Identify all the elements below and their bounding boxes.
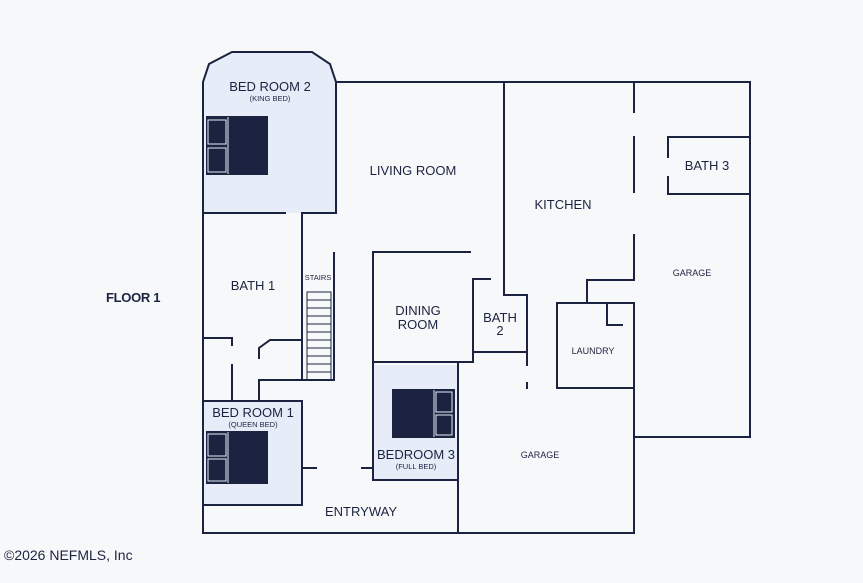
bath-2-label-line-2: 2 xyxy=(496,323,503,338)
bedroom-1-label: BED ROOM 1 xyxy=(212,405,294,420)
bath-1-label: BATH 1 xyxy=(231,278,276,293)
copyright-watermark: ©2026 NEFMLS, Inc xyxy=(4,547,133,563)
bath-3-label: BATH 3 xyxy=(685,158,730,173)
bedroom-1-bed-label: (QUEEN BED) xyxy=(228,420,278,429)
dining-room-label-line-2: ROOM xyxy=(398,317,438,332)
dining-room-label-line-1: DINING xyxy=(395,303,441,318)
full-bed-icon xyxy=(392,389,455,438)
bath-2-label-line-1: BATH xyxy=(483,310,517,325)
garage-main-label: GARAGE xyxy=(521,450,560,460)
walls xyxy=(202,51,751,534)
queen-bed-icon xyxy=(206,431,268,484)
bedroom-2-bed-label: (KING BED) xyxy=(250,94,291,103)
stairs-treads xyxy=(306,291,332,381)
bedroom-3-bed-label: (FULL BED) xyxy=(396,462,437,471)
bedroom-2-label: BED ROOM 2 xyxy=(229,79,311,94)
stairs-label: STAIRS xyxy=(305,273,332,282)
living-room-label: LIVING ROOM xyxy=(370,163,457,178)
laundry-label: LAUNDRY xyxy=(572,346,615,356)
bedroom-3-label: BEDROOM 3 xyxy=(377,447,455,462)
floor-label: FLOOR 1 xyxy=(106,290,161,305)
garage-right-label: GARAGE xyxy=(673,268,712,278)
king-bed-icon xyxy=(206,116,268,175)
kitchen-label: KITCHEN xyxy=(534,197,591,212)
entryway-label: ENTRYWAY xyxy=(325,504,397,519)
